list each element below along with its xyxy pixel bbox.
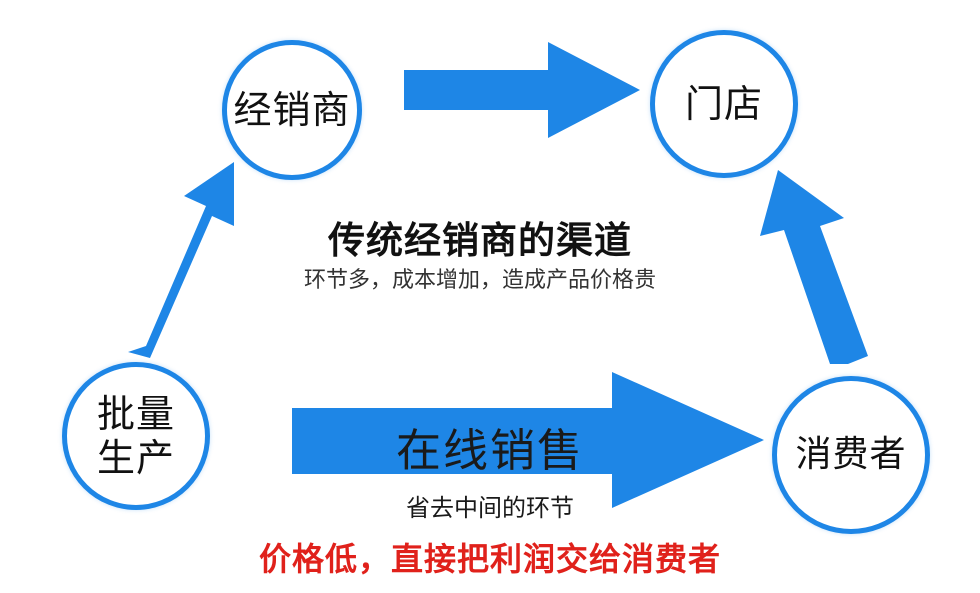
consumer-node: 消费者: [772, 376, 930, 534]
arrow-consumer-to-store: [760, 170, 868, 364]
arrow-dealer-to-store: [404, 42, 640, 138]
dealer-node: 经销商: [222, 40, 362, 180]
benefit-text: 价格低，直接把利润交给消费者: [258, 540, 721, 578]
dealer-label: 经销商: [233, 88, 351, 132]
traditional-channel-subtitle: 环节多，成本增加，造成产品价格贵: [303, 268, 656, 293]
producer-node: 批量生产: [62, 362, 210, 510]
producer-label: 批量生产: [96, 392, 175, 480]
store-node: 门店: [650, 30, 798, 178]
traditional-channel-title: 传统经销商的渠道: [328, 219, 632, 262]
online-sales-subtitle: 省去中间的环节: [406, 494, 574, 522]
arrow-producer-to-dealer: [128, 162, 234, 358]
arrow-producer-to-consumer: [292, 372, 764, 508]
online-sales-title: 在线销售: [395, 424, 584, 477]
store-label: 门店: [684, 82, 763, 126]
consumer-label: 消费者: [795, 434, 907, 475]
